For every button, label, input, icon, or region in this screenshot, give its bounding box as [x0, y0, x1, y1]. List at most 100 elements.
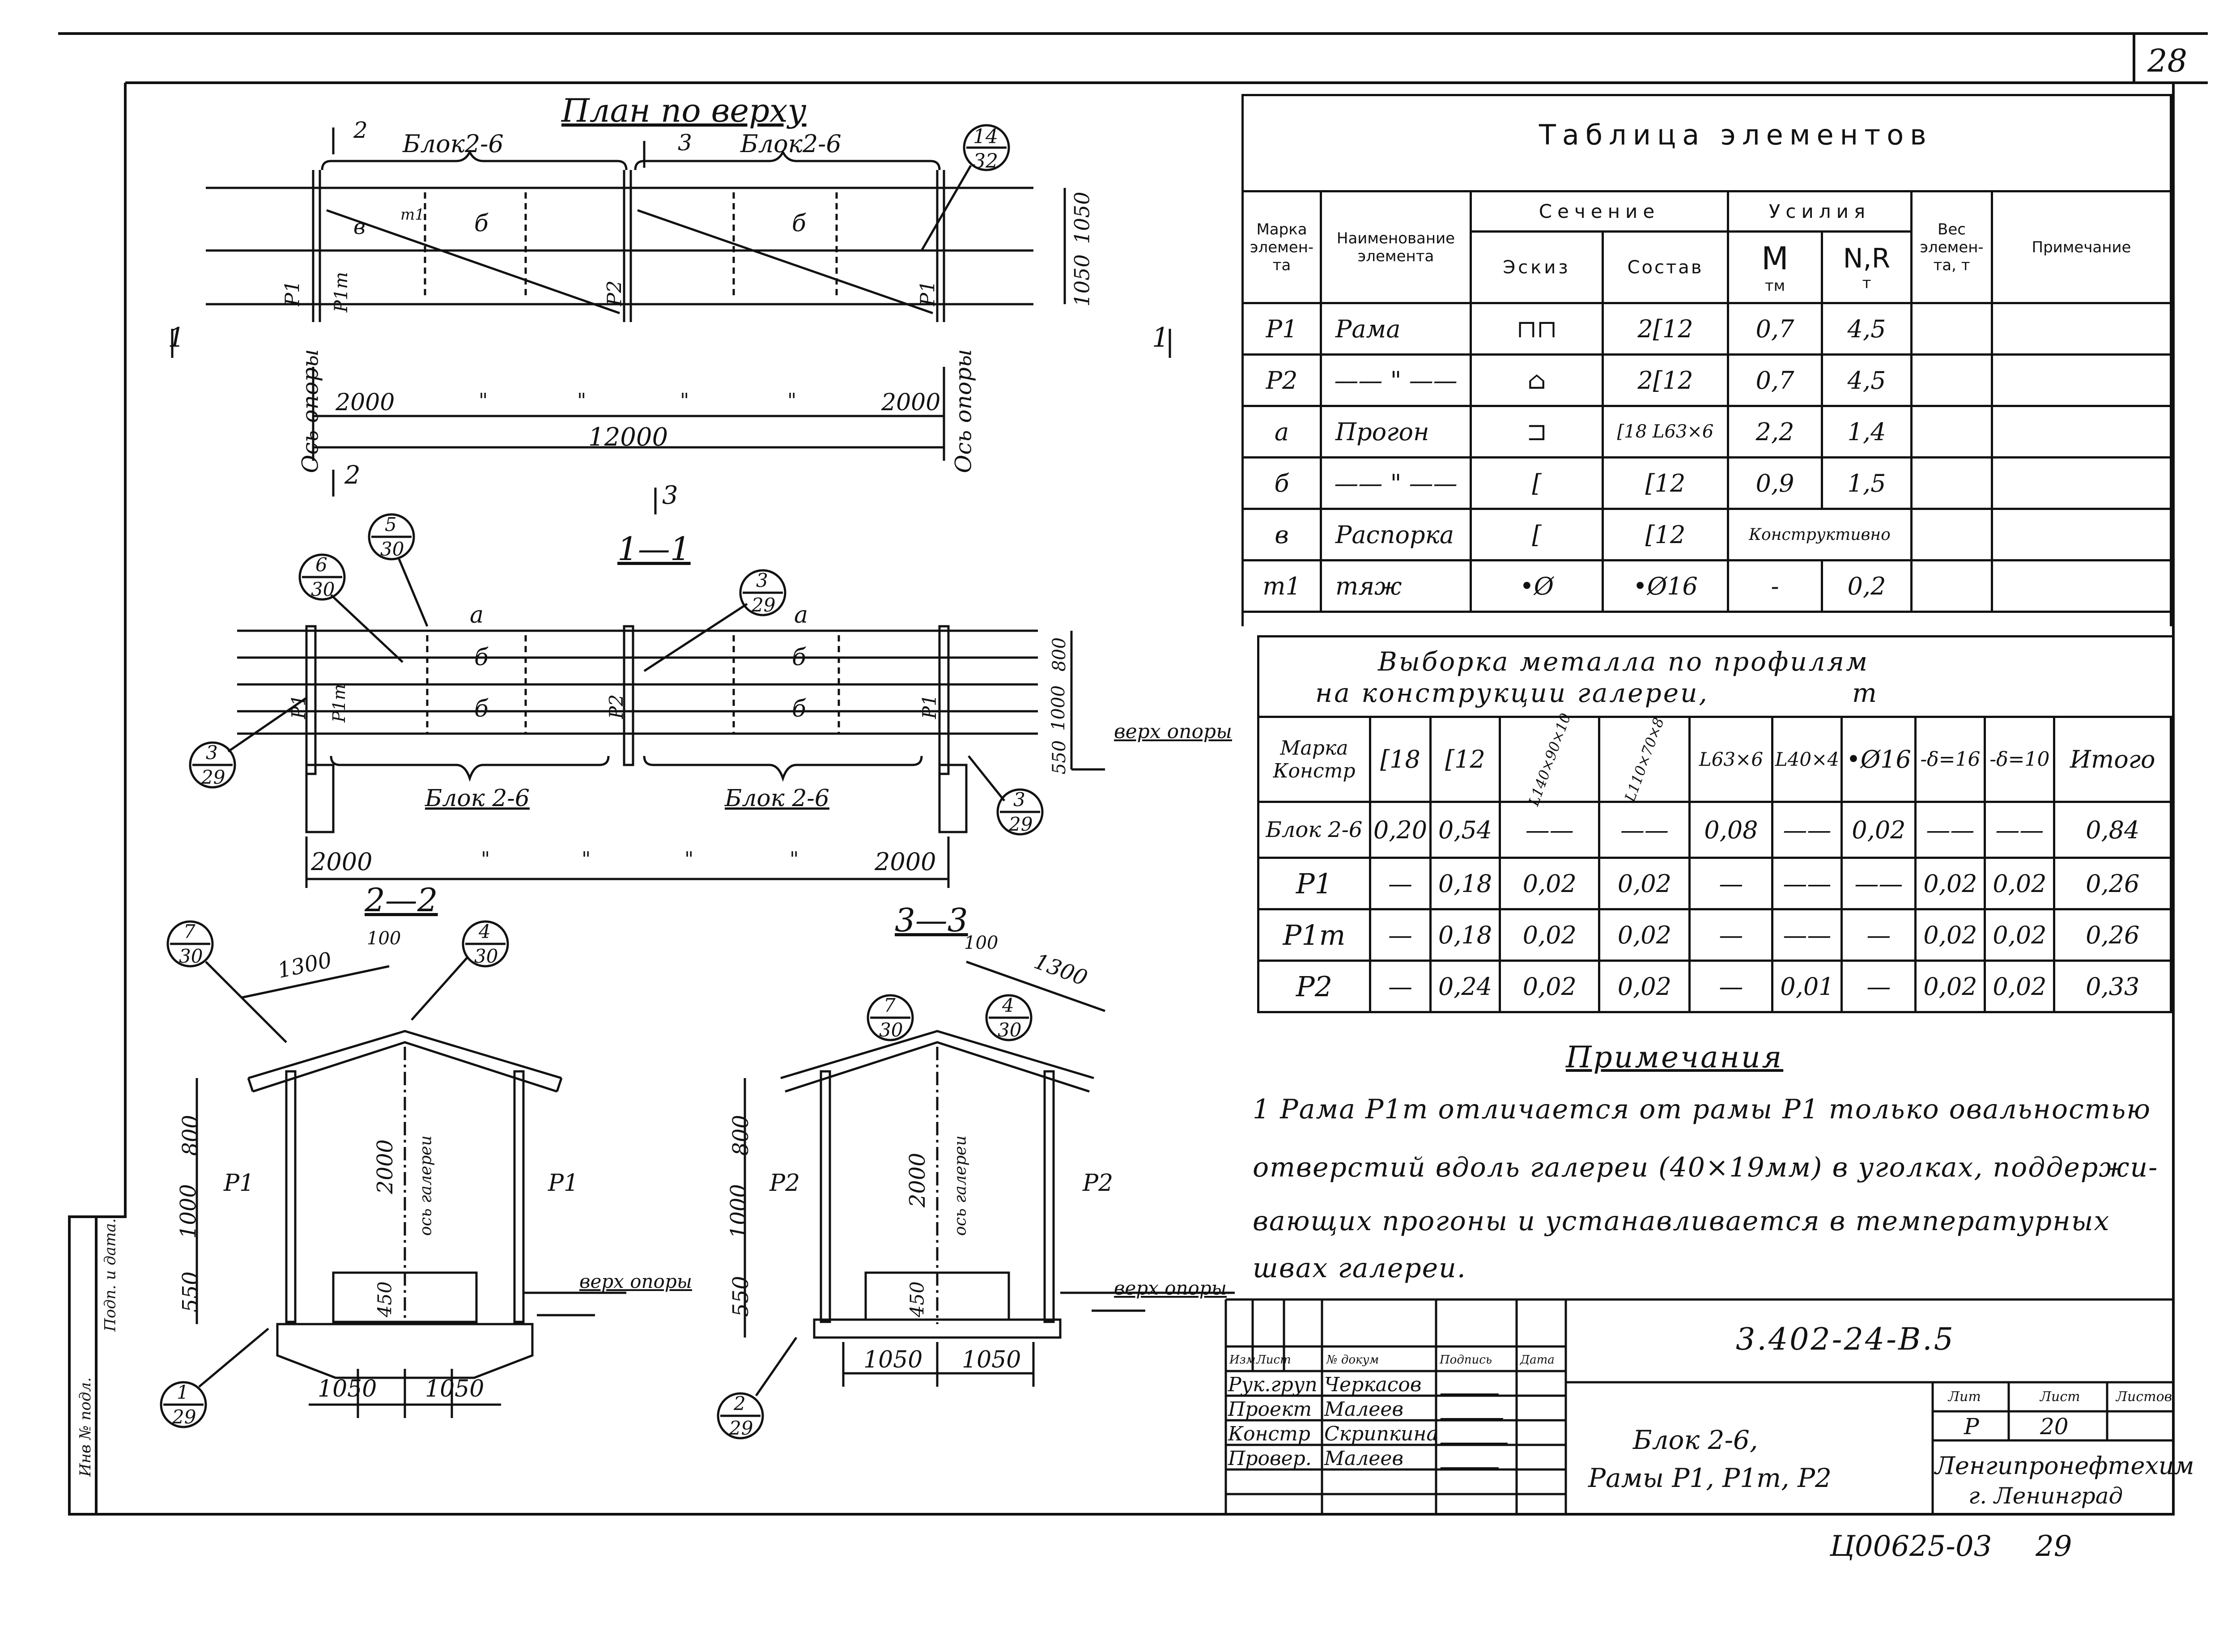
s11-callout-3c-top: 3: [1013, 789, 1025, 811]
tb-col-doc: № докум: [1326, 1353, 1379, 1367]
notes-line-4: швах галереи.: [1253, 1253, 1466, 1284]
metal-cell: —: [1840, 960, 1917, 1013]
plan-dim-end-right: 2000: [881, 389, 941, 416]
cell-sketch: [: [1470, 508, 1604, 561]
cell-composition: [18 L63×6: [1602, 405, 1729, 459]
s11-top-of-support: верх опоры: [1114, 720, 1232, 743]
s33-dim-height: 2000: [905, 1152, 931, 1208]
side-stamp-sign: Подп. и дата.: [101, 1218, 119, 1332]
section-mark-3-bottom: 3: [662, 481, 678, 510]
section-mark-2-top: 2: [353, 117, 368, 143]
cell-nr: 4,5: [1821, 302, 1913, 356]
metal-cell: ——: [1840, 857, 1917, 910]
metal-cell: 0,24: [1429, 960, 1501, 1013]
s22-top-of-support: верх опоры: [579, 1270, 692, 1292]
metal-cell: ——: [1771, 908, 1843, 962]
section-mark-2-bottom: 2: [344, 461, 361, 490]
cell-m: Конструктивно: [1727, 508, 1913, 561]
s33-callout-2-bottom: 29: [729, 1417, 753, 1439]
metal-cell: 0,01: [1771, 960, 1843, 1013]
metal-cell: 0,02: [1914, 908, 1986, 962]
tb-description-1: Блок 2-6,: [1633, 1425, 1758, 1455]
metal-row: Блок 2-6 0,20 0,54 —— —— 0,08 —— 0,02 ——…: [1257, 801, 2172, 859]
cell-nr: 0,2: [1821, 559, 1913, 613]
frame-label-p1-right: Р1: [916, 280, 939, 306]
cell-note: [1991, 353, 2172, 407]
metal-cell: —: [1369, 908, 1432, 962]
s33-callout-2-top: 2: [734, 1393, 746, 1414]
s11-label-a-right: а: [794, 602, 808, 629]
plan-axis-label-right: Ось опоры: [950, 349, 977, 473]
s22-callout-4-top: 4: [479, 921, 491, 943]
cell-composition: •Ø16: [1602, 559, 1729, 613]
s11-callout-5-bottom: 30: [380, 538, 404, 560]
col-forces: Усилия: [1727, 190, 1913, 233]
s11-callout-3b-top: 3: [206, 742, 218, 764]
signature-mark-2: [1440, 1429, 1513, 1444]
cell-nr: 1,4: [1821, 405, 1913, 459]
metal-cell: 0,02: [1598, 960, 1691, 1013]
s11-block-left: Блок 2-6: [425, 785, 530, 812]
s11-label-p1t: Р1т: [329, 684, 349, 722]
cell-sketch: •Ø: [1470, 559, 1604, 613]
plan-dim-mid-2: ": [577, 389, 587, 412]
metal-cell: 0,02: [1498, 857, 1601, 910]
s11-label-a-left: а: [470, 602, 484, 629]
plan-dim-end-left: 2000: [336, 389, 395, 416]
s22-callout-1-top: 1: [177, 1381, 189, 1403]
cell-name: Прогон: [1320, 405, 1472, 459]
table-row: в Распорка [ [12 Конструктивно: [1241, 508, 2172, 561]
metal-col-total: Итого: [2053, 716, 2172, 803]
tb-stage: Р: [1964, 1414, 1979, 1440]
tb-name-1: Малеев: [1324, 1398, 1403, 1421]
s11-dim-h2: 1000: [1048, 685, 1069, 731]
section-mark-1-right: 1: [1152, 322, 1169, 353]
s11-callout-3a-bottom: 29: [752, 594, 776, 616]
col-sketch: Эскиз: [1470, 230, 1604, 304]
col-name: Наименование элемента: [1320, 190, 1472, 304]
s33-callout-7-bottom: 30: [879, 1019, 903, 1041]
cell-weight: [1910, 405, 1993, 459]
doc-code: 3.402-24-В.5: [1736, 1322, 1955, 1357]
s11-callout-3a-top: 3: [756, 569, 768, 591]
metal-cell: 0,02: [1598, 857, 1691, 910]
cell-mark: m1: [1241, 559, 1322, 613]
s11-label-b-1: б: [474, 644, 489, 671]
s33-dim-h2: 1000: [726, 1184, 752, 1239]
notes-line-3: вающих прогоны и устанавливается в темпе…: [1253, 1206, 2110, 1237]
s22-half-right: 1050: [425, 1376, 485, 1402]
tb-name-0: Черкасов: [1324, 1373, 1422, 1396]
plan-dim-mid-4: ": [787, 389, 797, 412]
s22-dim-h1: 800: [178, 1115, 203, 1156]
s33-frame-right: Р2: [1083, 1170, 1114, 1197]
elements-table-title: Таблица элементов: [1539, 119, 1933, 151]
plan-dim-width-top: 1050: [1070, 191, 1094, 244]
cell-weight: [1910, 456, 1993, 510]
cell-weight: [1910, 508, 1993, 561]
s22-dim-inner: 450: [374, 1281, 396, 1317]
metal-cell: 0,02: [1984, 908, 2056, 962]
metal-col-mark: Марка Констр: [1257, 716, 1371, 803]
col-m-unit: тм: [1764, 276, 1785, 295]
metal-cell: 0,02: [1914, 857, 1986, 910]
metal-table: Марка Констр [18 [12 L140×90×10 L110×70×…: [1257, 711, 2172, 1013]
table-row: Р1 Рама ⊓⊓ 2[12 0,7 4,5: [1241, 302, 2172, 356]
col-composition: Состав: [1602, 230, 1729, 304]
tb-stage-label: Лит: [1948, 1389, 1981, 1405]
s11-label-b-3: б: [792, 644, 806, 671]
callout-14-top: 14: [973, 125, 998, 148]
frame-label-p1-left: Р1: [281, 280, 304, 306]
metal-cell: Блок 2-6: [1257, 801, 1371, 859]
s11-dim-h1: 800: [1049, 637, 1070, 672]
s11-callout-3b-bottom: 29: [201, 766, 225, 788]
tb-col-izm: Изм: [1229, 1353, 1256, 1367]
col-section: Сечение: [1470, 190, 1729, 233]
cell-sketch: ⊓⊓: [1470, 302, 1604, 356]
tb-role-1: Проект: [1228, 1398, 1312, 1421]
cell-name: —— " ——: [1320, 456, 1472, 510]
tb-organization: Ленгипронефтехим: [1935, 1452, 2194, 1480]
frame-label-p2: Р2: [603, 280, 626, 306]
section-mark-3-top: 3: [678, 130, 692, 156]
